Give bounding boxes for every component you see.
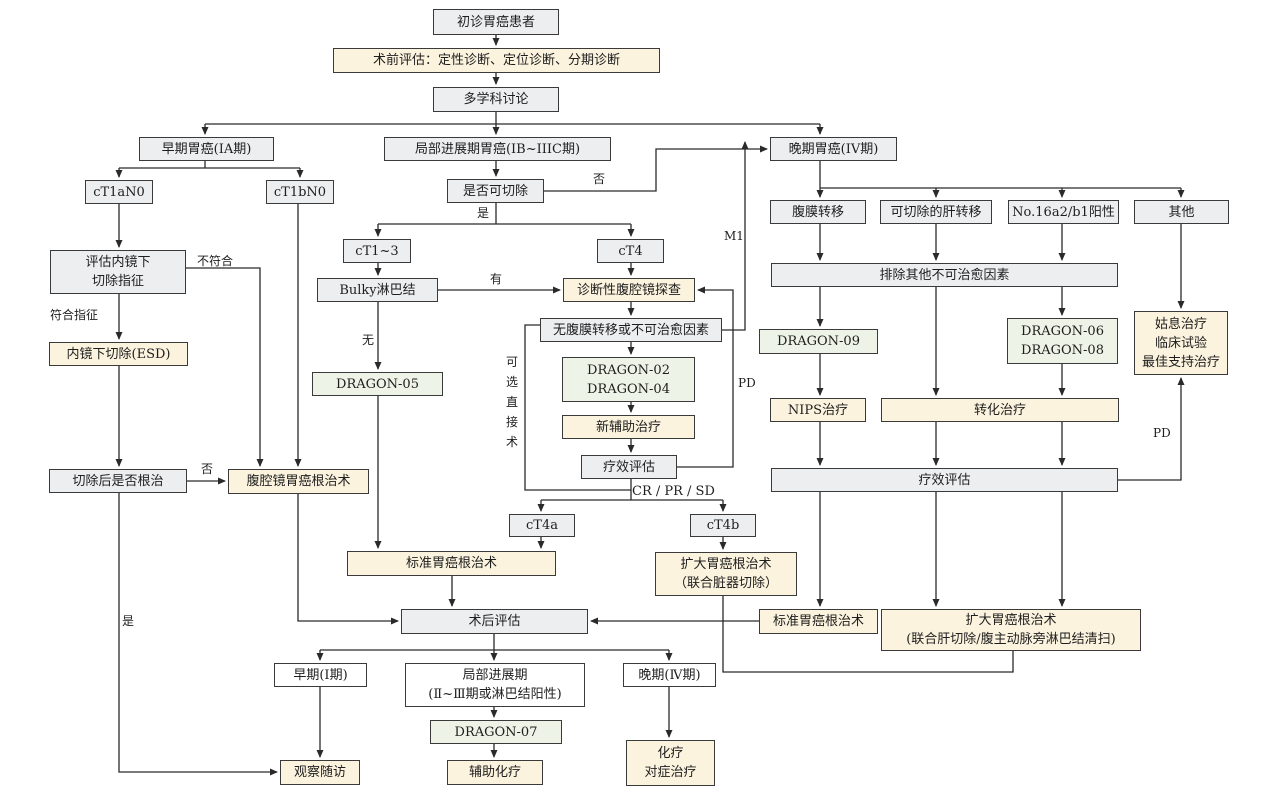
- node-peritoneal: 腹膜转移: [770, 200, 866, 224]
- node-extended-gastrectomy-1: 扩大胃癌根治术 （联合脏器切除）: [655, 552, 797, 596]
- node-liver-met: 可切除的肝转移: [880, 200, 992, 224]
- node-ct4a: cT4a: [509, 514, 575, 537]
- node-nips: NIPS治疗: [770, 398, 866, 422]
- edge-lap-to-postop: [297, 494, 399, 625]
- node-std-gastrectomy-1: 标准胃癌根治术: [347, 551, 556, 576]
- node-dragon-02-04: DRAGON-02 DRAGON-04: [562, 357, 695, 402]
- edge-curative-yes-to-followup: [118, 493, 278, 776]
- label-m1: M1: [724, 229, 744, 243]
- node-no16: No.16a2/b1阳性: [1008, 200, 1119, 224]
- edge-no-peritoneal-m1: [722, 141, 749, 331]
- node-dragon-07: DRAGON-07: [430, 720, 562, 744]
- node-std-gastrectomy-2: 标准胃癌根治术: [759, 609, 878, 634]
- node-ct4: cT4: [597, 239, 664, 263]
- label-optional-direct-surgery: 可 选 直 接 术: [505, 355, 518, 449]
- node-dragon-05: DRAGON-05: [312, 372, 443, 396]
- edge-response-pd: [677, 286, 734, 468]
- node-response-eval-2: 疗效评估: [771, 468, 1118, 492]
- label-cr-pr-sd: CR / PR / SD: [632, 484, 715, 499]
- node-stage-late: 晚期(Ⅳ期): [623, 663, 716, 687]
- node-postop-eval: 术后评估: [401, 609, 588, 634]
- label-no-match: 不符合: [197, 254, 234, 268]
- node-curative-check: 切除后是否根治: [49, 469, 187, 493]
- node-chemo: 化疗 对症治疗: [626, 740, 715, 786]
- node-ct1-3: cT1~3: [343, 239, 411, 263]
- node-stage-early: 早期(Ⅰ期): [274, 663, 367, 687]
- node-preop-eval: 术前评估：定性诊断、定位诊断、分期诊断: [333, 48, 660, 73]
- label-no-bulky: 无: [362, 333, 375, 347]
- label-no-curative: 否: [201, 462, 214, 476]
- edge-response2-pd: [1118, 377, 1185, 481]
- node-ct4b: cT4b: [690, 514, 756, 537]
- label-no-resect: 否: [593, 172, 606, 186]
- node-start: 初诊胃癌患者: [433, 9, 559, 35]
- node-esd: 内镜下切除(ESD): [49, 342, 188, 366]
- node-dragon-09: DRAGON-09: [759, 329, 878, 354]
- node-ct1an0: cT1aN0: [85, 180, 153, 204]
- node-locally-advanced: 局部进展期胃癌(IB~IIIC期): [384, 137, 611, 161]
- node-early: 早期胃癌(IA期): [139, 137, 274, 161]
- node-resectable: 是否可切除: [447, 179, 544, 203]
- edge-ext2-to-postop: [722, 621, 1014, 673]
- node-palliative: 姑息治疗 临床试验 最佳支持治疗: [1134, 311, 1228, 375]
- node-lap-gastrectomy: 腹腔镜胃癌根治术: [228, 469, 369, 494]
- edge-resectable-no-to-late: [544, 145, 768, 192]
- node-ct1bn0: cT1bN0: [266, 180, 334, 204]
- node-extended-gastrectomy-2: 扩大胃癌根治术 (联合肝切除/腹主动脉旁淋巴结清扫): [881, 609, 1141, 651]
- label-yes-resect: 是: [477, 206, 490, 220]
- label-pd-neoadjuvant: PD: [738, 376, 756, 390]
- node-no-peritoneal: 无腹膜转移或不可治愈因素: [540, 318, 722, 342]
- node-adjuvant: 辅助化疗: [447, 760, 543, 785]
- node-conversion: 转化治疗: [881, 398, 1119, 422]
- node-mdt: 多学科讨论: [433, 87, 559, 112]
- edge-optional-direct: [524, 324, 631, 491]
- node-other: 其他: [1134, 200, 1229, 224]
- node-late: 晚期胃癌(IV期): [770, 137, 897, 161]
- node-stage-local: 局部进展期 (Ⅱ~Ⅲ期或淋巴结阳性): [405, 663, 585, 707]
- label-pd-stage-iv: PD: [1153, 426, 1171, 440]
- edge-ext-to-postop: [590, 596, 724, 625]
- label-match: 符合指征: [50, 308, 99, 322]
- edge-eval-not-match: [186, 267, 264, 467]
- node-diag-lap: 诊断性腹腔镜探查: [563, 278, 695, 302]
- node-followup: 观察随访: [280, 760, 360, 785]
- node-bulky: Bulky淋巴结: [317, 278, 438, 302]
- label-yes-curative: 是: [122, 614, 135, 628]
- label-has-bulky: 有: [490, 272, 503, 286]
- node-dragon-06-08: DRAGON-06 DRAGON-08: [1007, 318, 1118, 364]
- node-endoscopic-eval: 评估内镜下 切除指征: [50, 250, 186, 294]
- node-neoadjuvant: 新辅助治疗: [562, 415, 695, 439]
- node-response-eval-1: 疗效评估: [581, 455, 677, 479]
- node-exclude-other: 排除其他不可治愈因素: [771, 263, 1118, 287]
